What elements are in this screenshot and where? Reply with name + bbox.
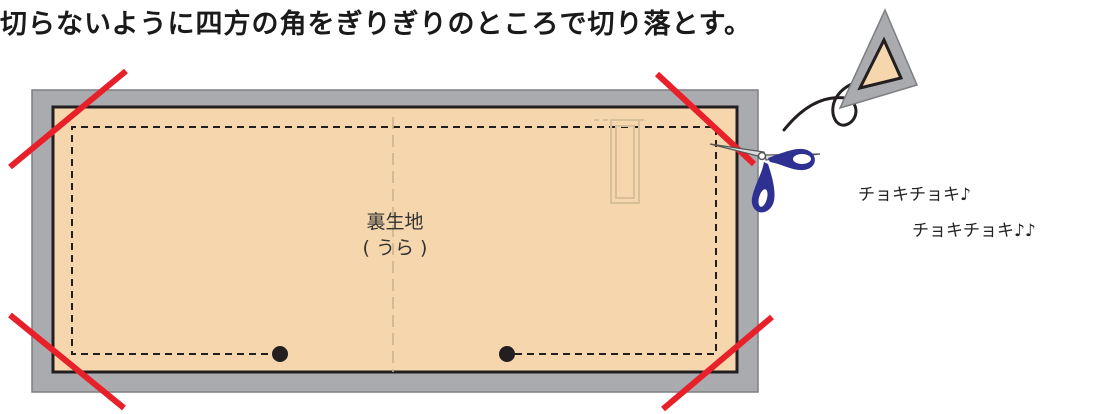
fabric-label: 裏生地 ( うら ) [300,209,490,261]
motion-squiggle [782,76,878,132]
cut-line-bottom-left [8,312,126,411]
fabric-panel [51,105,739,374]
opening-dot-right [499,346,515,362]
instruction-heading: 切らないように四方の角をぎりぎりのところで切り落とす。 [0,9,752,40]
fabric-label-line1: 裏生地 [366,211,424,233]
fabric-tag [594,119,647,204]
opening-dot-left [272,346,288,362]
seam-allowance-line [71,126,717,355]
sound-effect-line1: チョキチョキ♪ [858,185,971,205]
sound-effect-line2: チョキチョキ♪♪ [912,221,1036,241]
fabric-label-line2: ( うら ) [362,237,428,259]
cut-line-top-left [8,68,128,170]
scissors-icon [709,143,821,213]
cut-corner-piece-icon [838,8,919,110]
cut-line-bottom-right [661,314,774,412]
